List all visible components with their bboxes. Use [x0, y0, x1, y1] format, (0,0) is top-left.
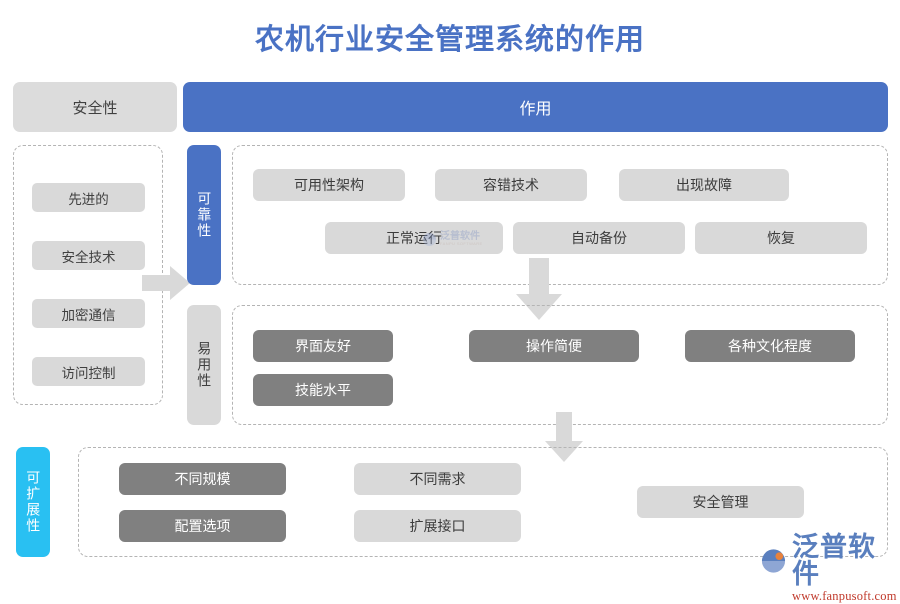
left-item-1-label: 安全技术: [61, 249, 116, 265]
reliability-item-5-label: 恢复: [767, 230, 795, 246]
category-label-reliability: 可靠性: [187, 145, 221, 285]
usability-item-0-label: 界面友好: [295, 338, 351, 354]
usability-item-0: 界面友好: [253, 330, 393, 362]
fanpu-logo-icon: [761, 549, 786, 573]
reliability-item-0: 可用性架构: [253, 169, 405, 201]
reliability-item-3-label: 正常运行: [386, 230, 442, 246]
reliability-item-2-label: 出现故障: [676, 177, 732, 193]
scalability-section: 不同规模 不同需求 安全管理 配置选项 扩展接口: [78, 447, 888, 557]
reliability-item-2: 出现故障: [619, 169, 789, 201]
left-item-2-label: 加密通信: [61, 307, 116, 323]
category-label-usability: 易用性: [187, 305, 221, 425]
scalability-item-3-label: 配置选项: [174, 518, 231, 534]
usability-item-1-label: 操作简便: [526, 338, 582, 354]
arrow-right-icon: [142, 266, 190, 300]
reliability-item-1-label: 容错技术: [483, 177, 539, 193]
header-right-purpose: 作用: [183, 82, 888, 132]
brand-logo-row: 泛普软件: [760, 534, 900, 588]
left-item-3-label: 访问控制: [61, 365, 116, 381]
usability-item-2-label: 各种文化程度: [728, 338, 812, 354]
arrow-down-icon-1: [516, 258, 562, 320]
category-label-reliability-text: 可靠性: [196, 191, 213, 239]
category-label-usability-text: 易用性: [196, 341, 213, 389]
reliability-item-5: 恢复: [695, 222, 867, 254]
category-label-scalability: 可扩展性: [16, 447, 50, 557]
left-item-1: 安全技术: [32, 241, 145, 270]
page-title: 农机行业安全管理系统的作用: [254, 24, 645, 56]
reliability-item-3: 正常运行: [325, 222, 503, 254]
scalability-item-1: 不同需求: [354, 463, 521, 495]
reliability-item-4-label: 自动备份: [571, 230, 627, 246]
reliability-section: 可用性架构 容错技术 出现故障 正常运行 自动备份 恢复: [232, 145, 888, 285]
scalability-item-0: 不同规模: [119, 463, 286, 495]
scalability-item-4-label: 扩展接口: [409, 518, 466, 534]
brand-logo: 泛普软件 www.fanpusoft.com: [760, 534, 900, 604]
header-left-label: 安全性: [72, 99, 118, 117]
left-item-2: 加密通信: [32, 299, 145, 328]
left-item-0-label: 先进的: [68, 191, 109, 207]
reliability-item-4: 自动备份: [513, 222, 685, 254]
usability-item-3: 技能水平: [253, 374, 393, 406]
scalability-item-3: 配置选项: [119, 510, 286, 542]
reliability-item-1: 容错技术: [435, 169, 587, 201]
header-left-security: 安全性: [13, 82, 177, 132]
usability-item-1: 操作简便: [469, 330, 639, 362]
left-item-3: 访问控制: [32, 357, 145, 386]
category-label-scalability-text: 可扩展性: [25, 470, 42, 534]
scalability-item-0-label: 不同规模: [174, 471, 231, 487]
scalability-item-2: 安全管理: [637, 486, 804, 518]
scalability-item-2-label: 安全管理: [692, 494, 749, 510]
reliability-item-0-label: 可用性架构: [294, 177, 364, 193]
scalability-item-1-label: 不同需求: [409, 471, 466, 487]
left-item-0: 先进的: [32, 183, 145, 212]
brand-logo-url: www.fanpusoft.com: [792, 589, 897, 603]
header-right-label: 作用: [519, 101, 552, 118]
arrow-down-icon-2: [545, 412, 583, 462]
usability-item-2: 各种文化程度: [685, 330, 855, 362]
brand-logo-name: 泛普软件: [792, 532, 876, 589]
usability-section: 界面友好 操作简便 各种文化程度 技能水平: [232, 305, 888, 425]
scalability-item-4: 扩展接口: [354, 510, 521, 542]
left-security-panel: 先进的 安全技术 加密通信 访问控制: [13, 145, 163, 405]
usability-item-3-label: 技能水平: [295, 382, 351, 398]
